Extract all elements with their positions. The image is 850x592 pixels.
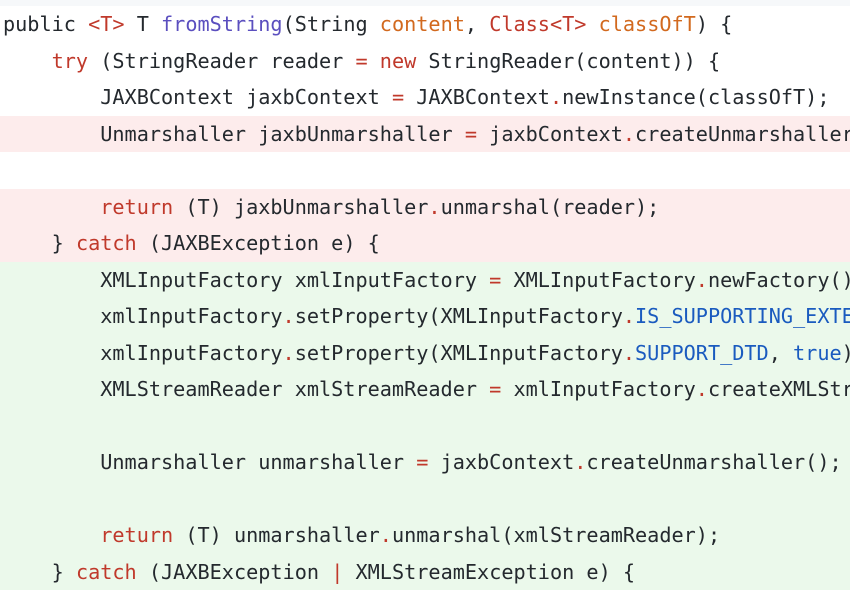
code-token-plain: (T) jaxbUnmarshaller xyxy=(173,194,429,219)
code-token-kw: catch xyxy=(75,559,137,584)
added-code-line[interactable]: XMLInputFactory xmlInputFactory = XMLInp… xyxy=(0,261,850,298)
code-token-op: = xyxy=(355,48,368,73)
code-token-plain: StringReader(content)) { xyxy=(416,48,721,73)
context-code-line[interactable]: try (StringReader reader = new StringRea… xyxy=(0,42,850,79)
code-token-kw: return xyxy=(100,194,174,219)
code-lines: public <T> T fromString(String content, … xyxy=(0,6,850,590)
code-token-const: IS_SUPPORTING_EXTER xyxy=(635,304,850,328)
code-token-plain xyxy=(3,49,52,73)
code-token-const: SUPPORT_DTD xyxy=(635,340,769,365)
context-code-line[interactable]: JAXBContext jaxbContext = JAXBContext.ne… xyxy=(0,79,850,116)
code-token-plain: setProperty(XMLInputFactory xyxy=(294,304,623,328)
code-token-plain: XMLStreamException e) { xyxy=(343,559,636,584)
code-token-op: . xyxy=(379,523,392,547)
code-token-plain: (JAXBException xyxy=(136,559,332,584)
code-token-plain xyxy=(368,49,380,73)
code-token-const: true xyxy=(793,340,842,365)
code-token-op: . xyxy=(622,121,636,146)
code-token-type: <T> xyxy=(88,12,125,36)
code-token-plain xyxy=(3,195,100,219)
added-code-line[interactable]: return (T) unmarshaller.unmarshal(xmlStr… xyxy=(0,517,850,554)
removed-code-line[interactable]: } catch (JAXBException e) { xyxy=(0,225,850,262)
context-code-line[interactable]: public <T> T fromString(String content, … xyxy=(0,6,850,43)
code-token-param: content xyxy=(379,12,465,36)
code-token-plain: T xyxy=(124,12,162,36)
code-token-op: . xyxy=(695,377,708,401)
code-token-op: . xyxy=(282,304,295,328)
added-code-line[interactable] xyxy=(0,480,850,517)
code-token-kw: new xyxy=(379,48,417,73)
code-token-op: = xyxy=(416,450,429,474)
code-token-plain: unmarshal(xmlStreamReader); xyxy=(391,523,721,547)
code-token-plain: (String xyxy=(282,12,380,36)
code-token-plain xyxy=(3,523,100,547)
added-code-line[interactable]: xmlInputFactory.setProperty(XMLInputFact… xyxy=(0,298,850,335)
code-token-plain: } xyxy=(3,231,76,255)
code-token-plain: , xyxy=(768,340,794,365)
code-token-op: . xyxy=(428,194,441,219)
code-token-op: . xyxy=(695,267,708,292)
code-token-kw: return xyxy=(100,523,174,547)
code-token-plain: public xyxy=(3,12,89,36)
code-token-plain: Unmarshaller jaxbUnmarshaller xyxy=(3,121,465,146)
code-token-plain: Unmarshaller unmarshaller xyxy=(3,450,417,474)
code-token-plain: , xyxy=(464,12,490,36)
code-token-plain: newInstance(classOfT); xyxy=(562,85,830,109)
code-token-plain: createUnmarshaller(); xyxy=(586,450,842,474)
code-token-op: . xyxy=(574,450,587,474)
code-token-op: = xyxy=(489,267,502,292)
code-token-kw: try xyxy=(51,48,89,73)
added-code-line[interactable]: XMLStreamReader xmlStreamReader = xmlInp… xyxy=(0,371,850,408)
code-token-op: = xyxy=(464,121,478,146)
code-token-kw: catch xyxy=(75,231,137,255)
added-code-line[interactable] xyxy=(0,407,850,444)
code-token-plain: JAXBContext xyxy=(404,85,550,109)
code-token-plain: newFactory() xyxy=(707,267,850,292)
code-token-plain: jaxbContext xyxy=(477,121,623,146)
removed-code-line[interactable]: Unmarshaller jaxbUnmarshaller = jaxbCont… xyxy=(0,115,850,152)
code-token-op: . xyxy=(549,85,563,109)
added-code-line[interactable]: } catch (JAXBException | XMLStreamExcept… xyxy=(0,553,850,590)
code-token-fn: fromString xyxy=(161,12,283,36)
code-token-type: Class<T> xyxy=(489,12,587,36)
code-token-plain: ) xyxy=(842,341,850,365)
code-token-op: = xyxy=(489,377,502,401)
diff-header-strip xyxy=(0,0,850,6)
code-token-plain: jaxbContext xyxy=(428,450,575,474)
code-token-op: . xyxy=(622,304,636,328)
code-token-plain: createXMLStre xyxy=(707,377,850,401)
code-token-plain: xmlInputFactory xyxy=(3,304,283,328)
code-token-plain: (StringReader reader xyxy=(88,48,356,73)
code-token-plain: setProperty(XMLInputFactory xyxy=(294,340,623,365)
code-token-op: . xyxy=(622,340,636,365)
added-code-line[interactable]: Unmarshaller unmarshaller = jaxbContext.… xyxy=(0,444,850,481)
code-token-param: classOfT xyxy=(598,12,696,36)
code-token-op: . xyxy=(282,340,295,365)
code-token-plain: (T) unmarshaller xyxy=(173,523,380,547)
code-token-plain: XMLStreamReader xmlStreamReader xyxy=(3,377,490,401)
context-code-line[interactable] xyxy=(0,152,850,189)
code-token-plain: } xyxy=(3,559,76,584)
code-token-plain: xmlInputFactory xyxy=(501,377,696,401)
code-token-op: = xyxy=(391,85,405,109)
code-token-plain: XMLInputFactory xyxy=(501,267,696,292)
code-token-plain: xmlInputFactory xyxy=(3,340,283,365)
code-token-plain: JAXBContext jaxbContext xyxy=(3,85,392,109)
code-token-op: | xyxy=(331,559,344,584)
code-token-plain: createUnmarshaller xyxy=(635,121,850,146)
code-token-plain: XMLInputFactory xmlInputFactory xyxy=(3,267,490,292)
code-token-plain xyxy=(586,12,598,36)
added-code-line[interactable]: xmlInputFactory.setProperty(XMLInputFact… xyxy=(0,334,850,371)
code-token-plain: (JAXBException e) { xyxy=(136,231,380,255)
code-token-plain: unmarshal(reader); xyxy=(440,194,660,219)
code-token-plain: ) { xyxy=(695,12,733,36)
removed-code-line[interactable]: return (T) jaxbUnmarshaller.unmarshal(re… xyxy=(0,188,850,225)
